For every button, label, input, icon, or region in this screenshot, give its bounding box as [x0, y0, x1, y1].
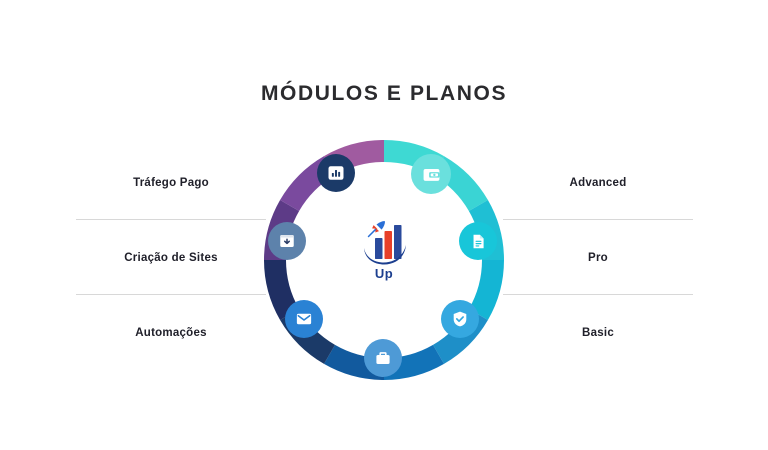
- mail-icon[interactable]: [285, 300, 323, 338]
- plan-label: Advanced: [569, 176, 627, 189]
- logo-wordmark: Up: [374, 266, 394, 281]
- analytics-icon[interactable]: [317, 154, 355, 192]
- plan-item-basic[interactable]: Basic: [503, 295, 693, 370]
- modules-column: Tráfego Pago Criação de Sites Automações: [76, 145, 266, 370]
- module-item-criacao-de-sites[interactable]: Criação de Sites: [76, 220, 266, 295]
- shield-check-icon[interactable]: [441, 300, 479, 338]
- logo-mark: [364, 221, 406, 265]
- document-icon-glyph: [473, 234, 484, 248]
- inbox-icon[interactable]: [268, 222, 306, 260]
- mail-icon-glyph: [296, 313, 312, 325]
- analytics-icon-glyph: [328, 166, 344, 180]
- plan-label: Basic: [582, 326, 614, 339]
- module-item-trafego-pago[interactable]: Tráfego Pago: [76, 145, 266, 220]
- page-title: MÓDULOS E PLANOS: [260, 82, 508, 105]
- plans-column: Advanced Pro Basic: [503, 145, 693, 370]
- document-icon[interactable]: [459, 222, 497, 260]
- module-label: Tráfego Pago: [133, 176, 209, 189]
- module-label: Automações: [135, 326, 207, 339]
- plan-label: Pro: [588, 251, 608, 264]
- module-label: Criação de Sites: [124, 251, 218, 264]
- plan-item-advanced[interactable]: Advanced: [503, 145, 693, 220]
- ring-seg-indigo: [264, 259, 300, 320]
- wallet-icon-glyph: [423, 168, 439, 181]
- modules-wheel: Up: [264, 140, 504, 380]
- module-item-automacoes[interactable]: Automações: [76, 295, 266, 370]
- briefcase-icon-glyph: [376, 352, 390, 364]
- center-logo: Up: [324, 218, 444, 302]
- inbox-icon-glyph: [280, 235, 294, 247]
- plan-item-pro[interactable]: Pro: [503, 220, 693, 295]
- briefcase-icon[interactable]: [364, 339, 402, 377]
- ring-seg-cyan: [468, 259, 504, 320]
- shield-check-icon-glyph: [453, 311, 467, 327]
- wallet-icon[interactable]: [411, 154, 451, 194]
